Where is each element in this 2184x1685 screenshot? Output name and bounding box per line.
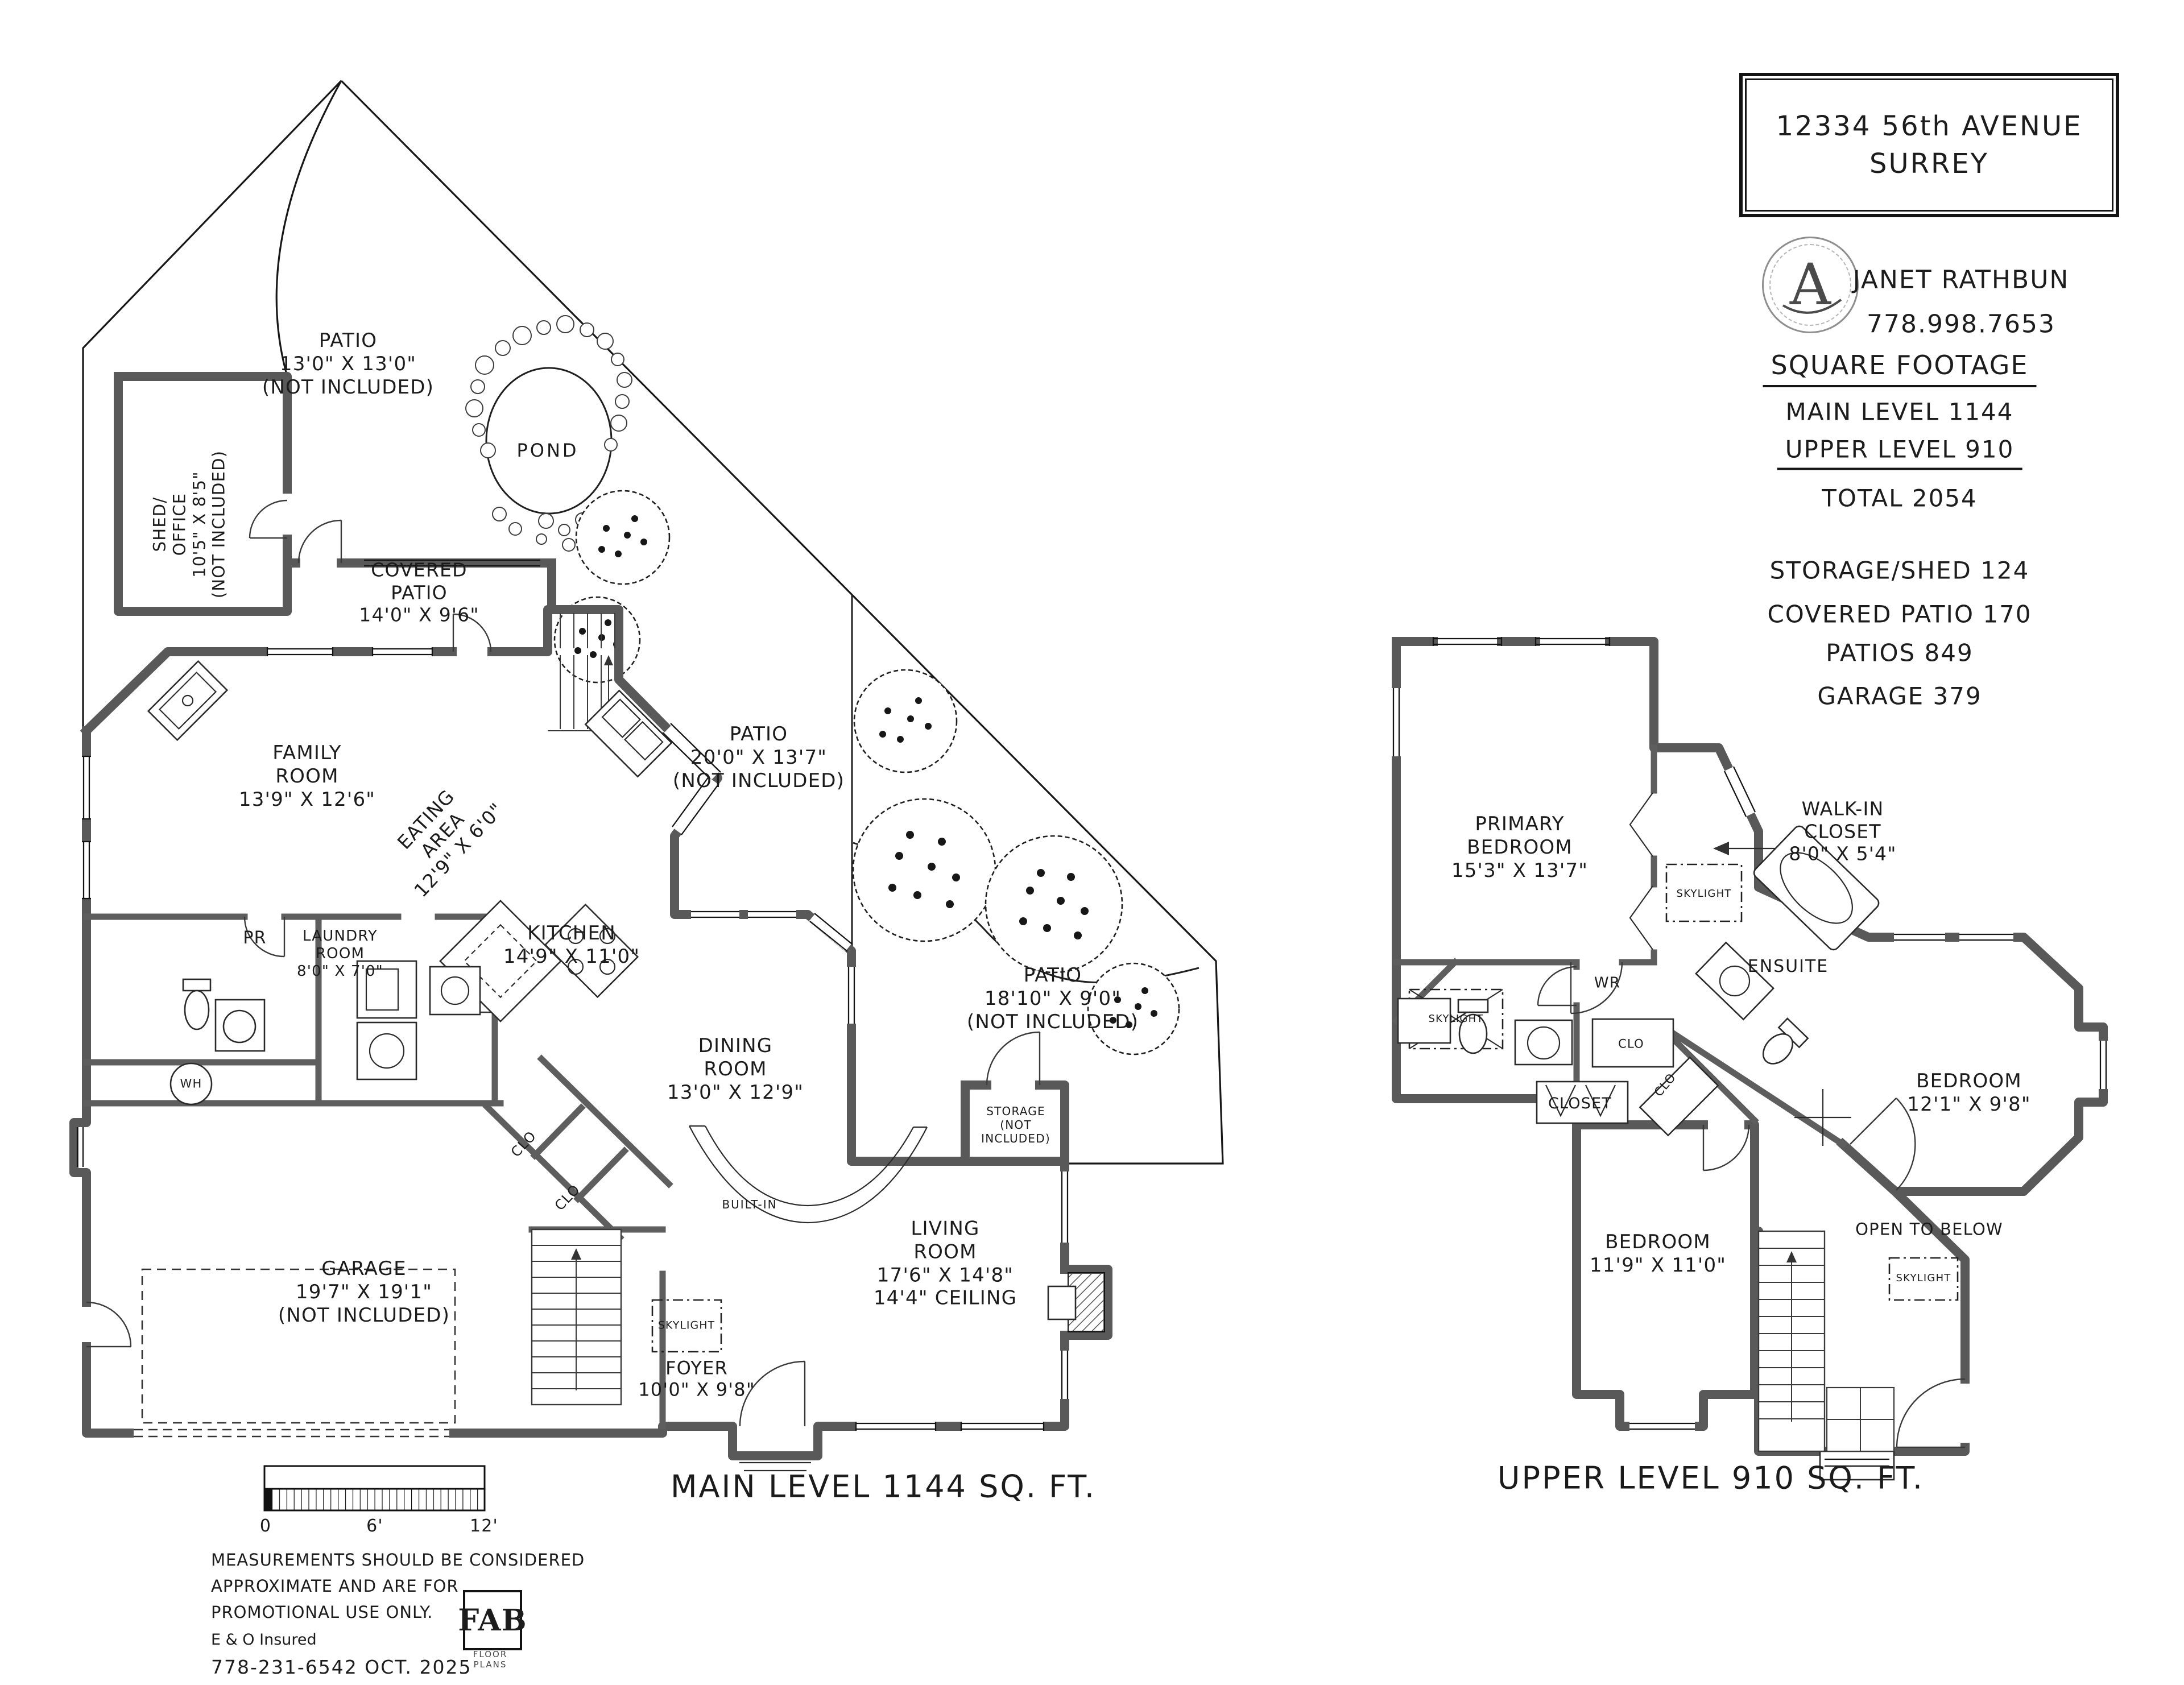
tree — [575, 490, 671, 585]
stairs-main — [531, 1228, 622, 1406]
sqft-title: SQUARE FOOTAGE — [1763, 350, 2037, 387]
label-storage: STORAGE (NOT INCLUDED) — [981, 1104, 1050, 1145]
label-patio-18: PATIO 18'10" X 9'0" (NOT INCLUDED) — [966, 963, 1139, 1033]
fab-logo-text: FAB — [458, 1603, 527, 1638]
windows-main — [76, 559, 1070, 1439]
tree — [852, 798, 996, 942]
pond — [465, 315, 632, 552]
tree — [985, 835, 1123, 974]
sqft-total: TOTAL 2054 — [1822, 484, 1978, 512]
label-patio-20: PATIO 20'0" X 13'7" (NOT INCLUDED) — [672, 722, 845, 792]
title-main-level: MAIN LEVEL 1144 SQ. FT. — [670, 1468, 1097, 1505]
address-box: 12334 56th AVENUE SURREY — [1739, 73, 2119, 217]
realtor-logo: A — [1762, 237, 1859, 333]
label-clo-3: CLO — [1618, 1037, 1644, 1051]
doors-main — [86, 499, 1041, 1427]
label-eating-area: EATING AREA 12'9" X 6'0" — [392, 785, 508, 902]
label-primary-bedroom: PRIMARY BEDROOM 15'3" X 13'7" — [1451, 812, 1589, 882]
label-laundry: LAUNDRY ROOM 8'0" X 7'0" — [297, 928, 383, 980]
label-garage: GARAGE 19'7" X 19'1" (NOT INCLUDED) — [278, 1257, 450, 1327]
laundry-fixtures — [356, 960, 481, 1080]
water-heater — [169, 1062, 213, 1106]
label-skylight-open: SKYLIGHT — [1896, 1272, 1951, 1285]
label-foyer: FOYER 10'0" X 9'8" — [638, 1357, 755, 1401]
label-skylight-wic: SKYLIGHT — [1676, 888, 1732, 900]
scale-tick-2: 12' — [469, 1516, 499, 1536]
ensuite-fixtures — [1695, 825, 1880, 1146]
powder-room-fixtures — [182, 978, 266, 1052]
label-kitchen: KITCHEN 14'9" X 11'0" — [503, 922, 640, 968]
label-clo-2: CLO — [551, 1181, 584, 1214]
sqft-extra-patios: PATIOS 849 — [1826, 639, 1974, 667]
scale-tick-1: 6' — [366, 1516, 383, 1536]
label-clo-4: CLO — [1651, 1070, 1679, 1099]
footer-phone-date: 778-231-6542 OCT. 2025 — [211, 1656, 472, 1678]
corner-fireplace — [147, 660, 229, 742]
label-wh: WH — [180, 1077, 202, 1091]
label-family-room: FAMILY ROOM 13'9" X 12'6" — [238, 741, 376, 811]
scale-bar — [263, 1465, 486, 1512]
doors-upper — [1537, 962, 1966, 1448]
agent-phone: 778.998.7653 — [1867, 309, 2055, 339]
label-shed: SHED/ OFFICE 10'5" X 8'5" (NOT INCLUDED) — [150, 450, 229, 599]
insured-note: E & O Insured — [211, 1631, 317, 1649]
label-skylight-crossed: SKYLIGHT — [1428, 1013, 1484, 1025]
label-open-to-below: OPEN TO BELOW — [1855, 1219, 2003, 1239]
disclaimer-line-3: PROMOTIONAL USE ONLY. — [211, 1603, 433, 1622]
main-level-plan — [69, 372, 1112, 1472]
disclaimer-line-1: MEASUREMENTS SHOULD BE CONSIDERED — [211, 1550, 585, 1570]
stairs-upper — [1757, 1230, 1895, 1452]
sqft-main-level: MAIN LEVEL 1144 — [1785, 398, 2014, 426]
address-line1: 12334 56th AVENUE — [1776, 110, 2083, 142]
tree — [1087, 962, 1180, 1055]
wr-fixtures — [1397, 997, 1573, 1066]
label-walk-in-closet: WALK-IN CLOSET 8'0" X 5'4" — [1789, 797, 1897, 865]
built-in-bench — [689, 1125, 928, 1224]
label-covered-patio: COVERED PATIO 14'0" X 9'6" — [359, 558, 479, 626]
title-upper-level: UPPER LEVEL 910 SQ. FT. — [1497, 1460, 1925, 1496]
sqft-upper-level: UPPER LEVEL 910 — [1777, 436, 2022, 470]
fab-logo: FAB — [458, 1590, 527, 1650]
walk-in-arrow — [1713, 842, 1780, 855]
sqft-extra-storage: STORAGE/SHED 124 — [1769, 556, 2030, 585]
label-bedroom-right: BEDROOM 12'1" X 9'8" — [1907, 1070, 2031, 1116]
label-built-in: BUILT-IN — [722, 1198, 777, 1211]
label-skylight-foyer: SKYLIGHT — [657, 1319, 715, 1332]
label-wr: WR — [1594, 974, 1621, 992]
label-dining: DINING ROOM 13'0" X 12'9" — [667, 1034, 804, 1104]
upper-level-plan — [1391, 637, 2108, 1481]
disclaimer-line-2: APPROXIMATE AND ARE FOR — [211, 1576, 459, 1596]
label-clo-1: CLO — [507, 1128, 540, 1161]
scale-tick-0: 0 — [259, 1516, 272, 1536]
label-bedroom-left: BEDROOM 11'9" X 11'0" — [1589, 1231, 1727, 1277]
label-pond: POND — [516, 439, 579, 461]
label-living: LIVING ROOM 17'6" X 14'8" 14'4" CEILING — [873, 1217, 1017, 1310]
label-patio-13: PATIO 13'0" X 13'0" (NOT INCLUDED) — [262, 329, 435, 399]
agent-name: JANET RATHBUN — [1852, 265, 2070, 295]
fab-logo-sub: FLOOR PLANS — [473, 1649, 508, 1670]
sqft-extra-garage: GARAGE 379 — [1817, 682, 1982, 710]
label-pr: PR — [243, 928, 267, 948]
label-ensuite: ENSUITE — [1747, 957, 1829, 976]
tree — [853, 669, 958, 773]
label-closet: CLOSET — [1548, 1094, 1612, 1112]
sqft-extra-covered-patio: COVERED PATIO 170 — [1767, 600, 2032, 628]
address-line2: SURREY — [1869, 148, 1989, 180]
